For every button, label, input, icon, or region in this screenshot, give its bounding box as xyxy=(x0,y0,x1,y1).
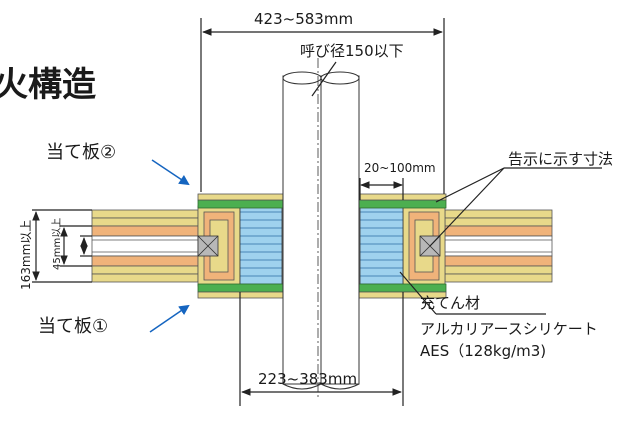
pipe xyxy=(282,58,360,400)
left-opening-frame xyxy=(197,205,241,287)
stud-thickness-dimension: 45mm以上 xyxy=(51,218,92,270)
filler-spec-label: AES（128kg/m3) xyxy=(420,342,546,360)
top-span-label: 423~583mm xyxy=(254,10,353,28)
filler-right xyxy=(359,205,404,287)
wall-thickness-label: 163mm以上 xyxy=(19,220,33,290)
left-wall-section xyxy=(91,209,199,283)
stud-thickness-label: 45mm以上 xyxy=(51,218,63,270)
page-title: 火構造 xyxy=(0,65,96,105)
notice-dimension-label: 告示に示す寸法 xyxy=(508,150,613,168)
bottom-span-label: 223~383mm xyxy=(258,370,357,388)
plate-1-label: 当て板① xyxy=(38,316,108,337)
plate-2-label: 当て板② xyxy=(46,142,116,163)
filler-left xyxy=(239,205,283,287)
filler-material-label: アルカリアースシリケート xyxy=(420,320,598,338)
wall-thickness-dimension: 163mm以上 xyxy=(19,209,92,290)
backing-plates xyxy=(197,193,447,299)
gap-label: 20~100mm xyxy=(364,161,436,175)
filler-name-label: 充てん材 xyxy=(420,294,480,312)
right-opening-frame xyxy=(402,205,446,287)
right-wall-section xyxy=(444,209,553,283)
nominal-diameter-label: 呼び径150以下 xyxy=(300,42,404,60)
